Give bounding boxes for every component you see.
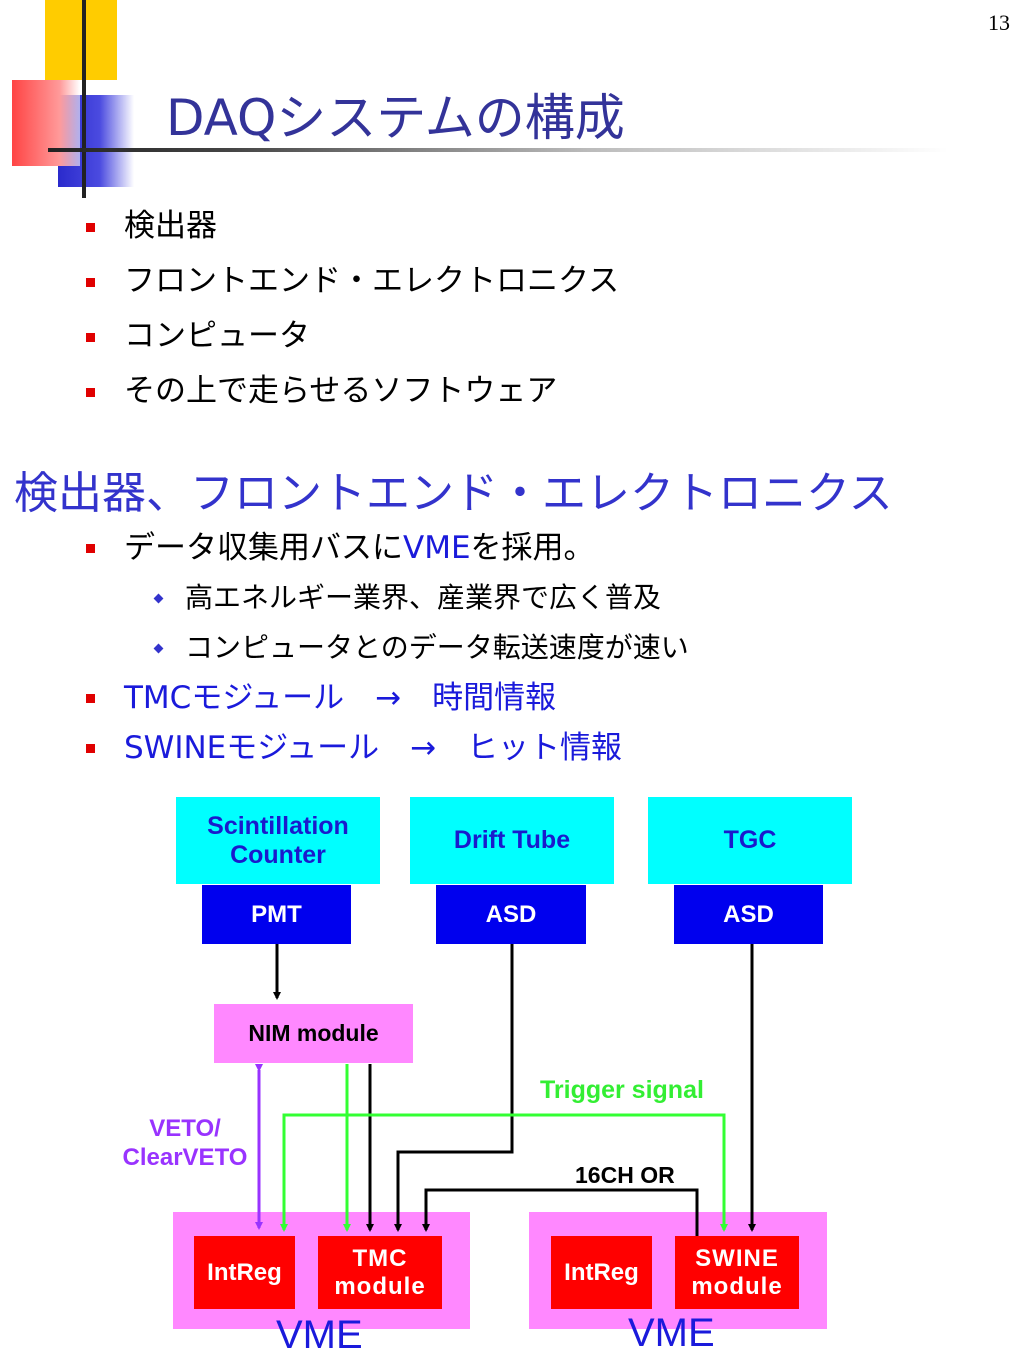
vme-label-right: VME [628, 1311, 715, 1355]
detector-scintillation: Scintillation Counter [176, 797, 380, 884]
sub-bullet-text: 高エネルギー業界、産業界で広く普及 [185, 581, 662, 614]
vme-label-left: VME [276, 1313, 363, 1357]
wire-trigger-bus [282, 1113, 728, 1232]
bullet-text: SWINEモジュール → ヒット情報 [124, 730, 623, 766]
title-underline [48, 148, 948, 152]
sub-bullet-popular: 高エネルギー業界、産業界で広く普及 [0, 573, 689, 623]
bullet-vme: データ収集用バスにVMEを採用。 [0, 523, 689, 573]
trigger-signal-label: Trigger signal [540, 1076, 704, 1104]
frontend-pmt: PMT [202, 885, 351, 944]
vme-highlight: VME [403, 530, 471, 566]
slide-title: DAQシステムの構成 [166, 89, 625, 147]
bullet-marker [86, 744, 95, 753]
intreg-right: IntReg [551, 1236, 652, 1309]
frontend-asd-drift: ASD [436, 885, 586, 944]
bullet-marker [86, 388, 95, 397]
nim-label: NIM module [248, 1020, 379, 1047]
sub-bullet-speed: コンピュータとのデータ転送速度が速い [0, 623, 689, 673]
bullet-software: その上で走らせるソフトウェア [0, 364, 619, 419]
decor-vertical-line [82, 0, 86, 198]
main-bullet-list: 検出器 フロントエンド・エレクトロニクス コンピュータ その上で走らせるソフトウ… [0, 199, 619, 419]
bullet-text: TMCモジュール → 時間情報 [124, 680, 557, 716]
bullet-text: 検出器 [124, 208, 217, 244]
signal-lines [273, 944, 756, 1236]
bullet-text: その上で走らせるソフトウェア [124, 373, 558, 409]
bullet-swine: SWINEモジュール → ヒット情報 [0, 723, 689, 773]
nim-module: NIM module [214, 1004, 413, 1063]
frontend-asd-tgc: ASD [674, 885, 823, 944]
vme-prefix: データ収集用バスに [124, 530, 403, 566]
module-label: IntReg [564, 1258, 639, 1286]
bullet-text: コンピュータ [124, 318, 310, 354]
module-label: SWINE module [691, 1244, 783, 1300]
swine-module: SWINE module [675, 1236, 799, 1309]
veto-label: VETO/ ClearVETO [122, 1115, 248, 1171]
detector-label: TGC [723, 826, 777, 855]
bullet-frontend: フロントエンド・エレクトロニクス [0, 254, 619, 309]
detector-label: Drift Tube [453, 826, 571, 855]
detector-drift-tube: Drift Tube [410, 797, 614, 884]
bullet-computer: コンピュータ [0, 309, 619, 364]
bullet-marker [86, 694, 95, 703]
trigger-lines [280, 1064, 728, 1232]
detector-tgc: TGC [648, 797, 852, 884]
bullet-detector: 検出器 [0, 199, 619, 254]
wire-16ch-or [422, 1188, 699, 1236]
section-bullet-list: データ収集用バスにVMEを採用。 高エネルギー業界、産業界で広く普及 コンピュー… [0, 523, 689, 773]
intreg-left: IntReg [194, 1236, 295, 1309]
tmc-module: TMC module [318, 1236, 442, 1309]
vme-suffix: を採用。 [470, 530, 595, 566]
bullet-marker [86, 333, 95, 342]
frontend-label: PMT [251, 900, 302, 928]
bullet-tmc: TMCモジュール → 時間情報 [0, 673, 689, 723]
section-heading: 検出器、フロントエンド・エレクトロニクス [14, 468, 893, 519]
frontend-label: ASD [723, 900, 774, 928]
wire-drift-asd-to-tmc [394, 944, 514, 1232]
sub-bullet-text: コンピュータとのデータ転送速度が速い [185, 631, 689, 664]
module-label: TMC module [334, 1244, 426, 1300]
bullet-marker [86, 223, 95, 232]
bullet-marker [86, 544, 95, 553]
or16-label: 16CH OR [575, 1162, 675, 1188]
frontend-label: ASD [485, 900, 537, 928]
decor-yellow-block [45, 0, 117, 80]
page-number: 13 [988, 10, 1010, 35]
bullet-marker [86, 278, 95, 287]
module-label: IntReg [207, 1258, 282, 1286]
bullet-text: フロントエンド・エレクトロニクス [124, 263, 620, 299]
detector-label: Scintillation Counter [207, 811, 349, 869]
